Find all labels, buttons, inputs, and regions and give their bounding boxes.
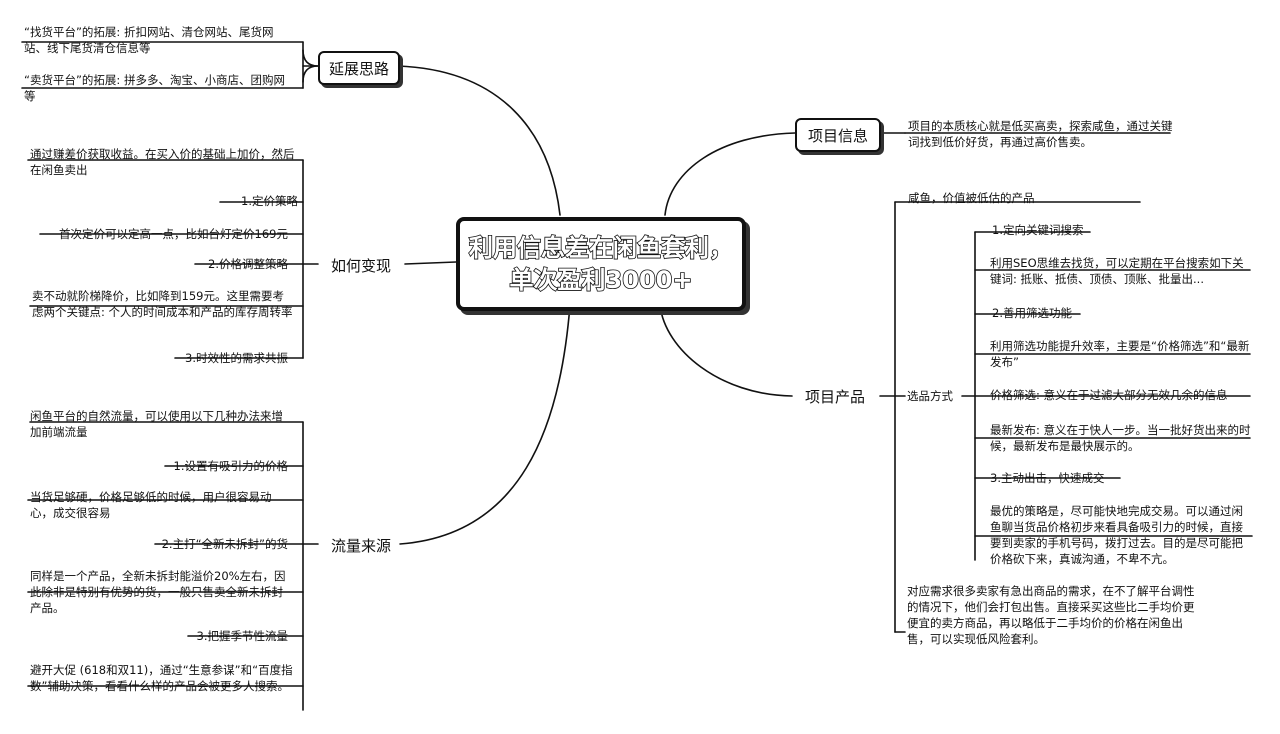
product-item-2: 利用SEO思维去找货，可以定期在平台搜索如下关键词: 抵账、抵债、顶债、顶账、批… [990,256,1244,286]
selection-method-label: 选品方式 [907,389,953,403]
traffic-item-6: 3.把握季节性流量 [196,629,288,643]
product-intro: 咸鱼，价值被低估的产品 [908,191,1035,205]
traffic-item-4: 2.主打“全新未拆封”的货 [161,537,288,551]
branch-project-product: 项目产品 [792,381,878,411]
product-item-6: 最新发布: 意义在于快人一步。当一批好货出来的时候，最新发布是最快展示的。 [990,423,1251,453]
traffic-item-7: 避开大促 (618和双11)，通过“生意参谋”和“百度指数”辅助决策，看看什么样… [30,663,293,693]
branch-monetize-label: 如何变现 [330,256,391,275]
central-topic-title: 利用信息差在闲鱼套利，单次盈利3000+ [468,233,734,295]
expand-item-1: “找货平台”的拓展: 折扣网站、清仓网站、尾货网站、线下尾货清仓信息等 [24,25,274,55]
traffic-item-1: 闲鱼平台的自然流量，可以使用以下几种办法来增加前端流量 [30,409,283,439]
product-footer: 对应需求很多卖家有急出商品的需求，在不了解平台调性的情况下，他们会打包出售。直接… [907,584,1195,646]
traffic-item-2: 1.设置有吸引力的价格 [173,459,288,473]
monetize-item-5: 卖不动就阶梯降价，比如降到159元。这里需要考虑两个关键点: 个人的时间成本和产… [32,289,293,319]
branch-project-product-label: 项目产品 [804,387,865,406]
product-item-8: 最优的策略是，尽可能快地完成交易。可以通过闲鱼聊当货品价格初步来看具备吸引力的时… [990,504,1243,566]
monetize-item-1: 通过赚差价获取收益。在买入价的基础上加价，然后在闲鱼卖出 [30,147,295,177]
monetize-item-6: 3.时效性的需求共振 [185,351,288,365]
expand-item-2: “卖货平台”的拓展: 拼多多、淘宝、小商店、团购网等 [24,73,285,103]
product-item-5: 价格筛选: 意义在于过滤大部分无效几余的信息 [990,388,1228,402]
monetize-item-3: 首次定价可以定高一点，比如台灯定价169元 [59,227,288,241]
monetize-item-2: 1.定价策略 [241,194,298,208]
traffic-item-5: 同样是一个产品，全新未拆封能溢价20%左右，因此除非是特别有优势的货，一般只售卖… [30,569,286,615]
central-topic: 利用信息差在闲鱼套利，单次盈利3000+ [456,217,746,311]
product-item-1: 1.定向关键词搜索 [992,223,1084,237]
traffic-item-3: 当货足够硬，价格足够低的时候，用户很容易动心，成交很容易 [30,490,272,520]
branch-monetize: 如何变现 [318,250,404,280]
product-item-4: 利用筛选功能提升效率，主要是“价格筛选”和“最新发布” [990,339,1250,369]
product-item-7: 3.主动出击，快速成交 [990,471,1105,485]
branch-project-info: 项目信息 [795,118,881,152]
branch-expand-ideas: 延展思路 [318,51,400,85]
branch-traffic-source-label: 流量来源 [330,536,391,555]
product-item-3: 2.善用筛选功能 [992,306,1072,320]
branch-traffic-source: 流量来源 [318,530,404,560]
project-info-text: 项目的本质核心就是低买高卖，探索咸鱼，通过关键词找到低价好货，再通过高价售卖。 [908,119,1173,149]
branch-expand-ideas-label: 延展思路 [328,59,389,78]
branch-project-info-label: 项目信息 [807,126,868,145]
monetize-item-4: 2.价格调整策略 [208,257,288,271]
